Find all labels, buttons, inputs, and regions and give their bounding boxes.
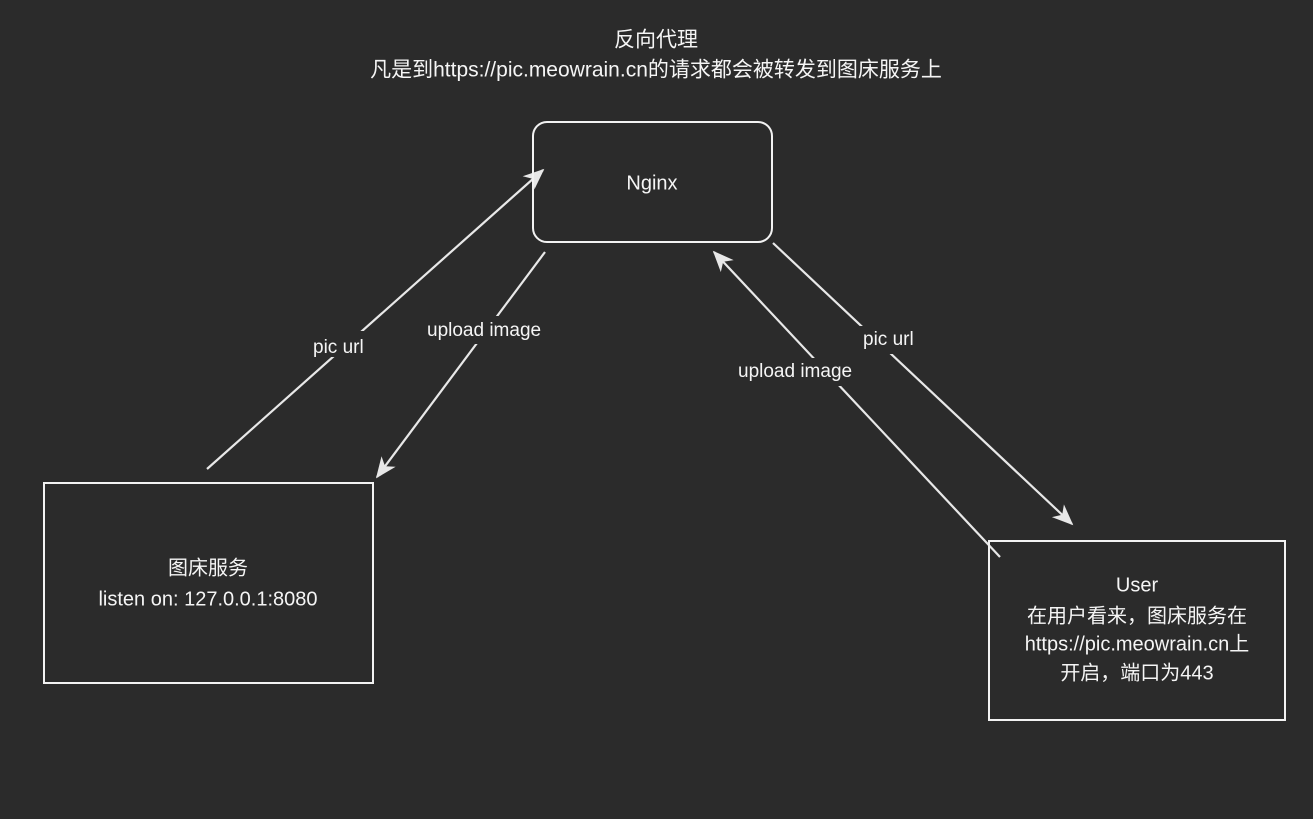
edge-nginx-to-service-upload-image: upload image [375,251,563,479]
diagram-title-line1: 反向代理 [614,29,698,52]
node-image-service[interactable]: 图床服务 listen on: 127.0.0.1:8080 [43,482,374,684]
node-nginx[interactable]: Nginx [532,121,773,243]
edge-nginx-to-user-pic-url: pic url [772,242,1074,526]
edge-label-pic-url-left: pic url [313,337,364,358]
edge-label-pic-url-right: pic url [863,329,914,350]
edge-user-to-nginx-upload-image: upload image [712,250,1001,558]
edge-label-backdrop [859,326,939,354]
edge-label-backdrop [423,316,563,344]
node-nginx-box[interactable] [532,121,773,243]
edge-line-pic-url-left [206,168,545,470]
edge-label-upload-image-right: upload image [738,361,852,382]
node-nginx-label: Nginx [626,172,677,194]
edge-label-backdrop [307,331,389,357]
node-user-line4: 开启，端口为443 [1060,661,1213,684]
node-image-service-title: 图床服务 [168,556,248,579]
edge-line-pic-url-right [772,242,1074,526]
node-user-box[interactable] [988,540,1286,721]
node-user[interactable]: User 在用户看来，图床服务在 https://pic.meowrain.cn… [988,540,1286,721]
diagram-title-line2: 凡是到https://pic.meowrain.cn的请求都会被转发到图床服务上 [370,59,942,82]
node-image-service-box[interactable] [43,482,374,684]
node-user-line3: https://pic.meowrain.cn上 [1025,632,1250,655]
edge-service-to-nginx-pic-url: pic url [206,168,545,470]
edge-line-upload-image-left [375,251,546,479]
edge-label-upload-image-left: upload image [427,320,541,341]
edge-line-upload-image-right [712,250,1001,558]
edge-label-backdrop [734,358,886,386]
node-user-line2: 在用户看来，图床服务在 [1027,604,1247,627]
node-user-title: User [1116,574,1159,596]
node-image-service-listen: listen on: 127.0.0.1:8080 [98,588,317,610]
